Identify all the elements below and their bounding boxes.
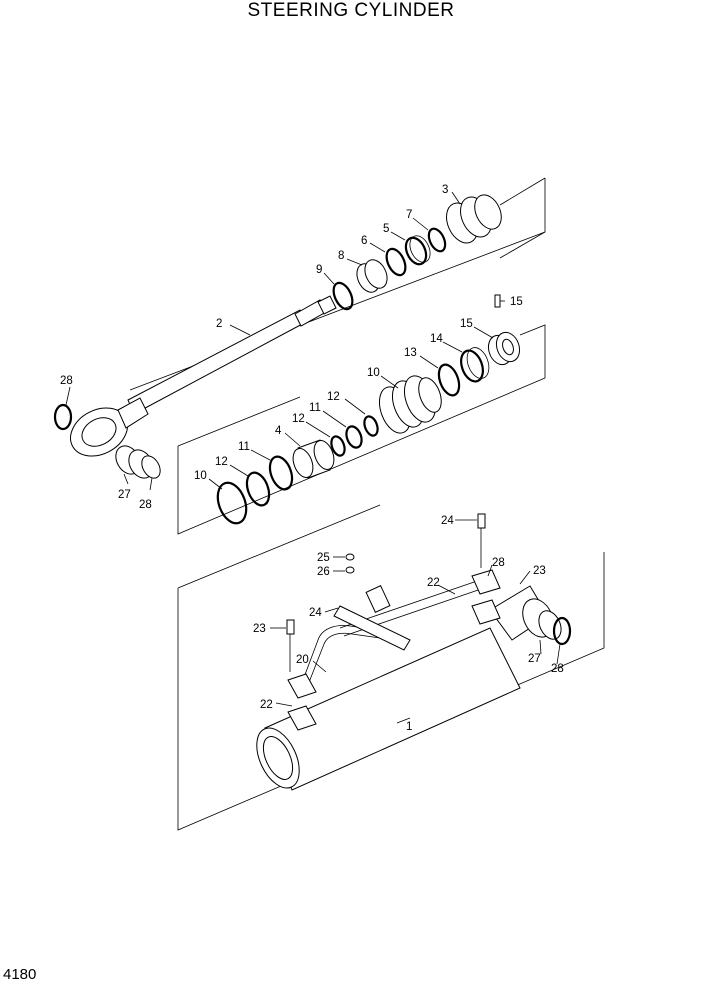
callout-18: 15 bbox=[460, 318, 473, 330]
dust-wiper-8 bbox=[356, 259, 388, 293]
callout-26: 26 bbox=[317, 566, 330, 578]
callout-11: 11 bbox=[238, 441, 250, 453]
callout-17: 14 bbox=[430, 333, 443, 345]
callout-28-mid: 28 bbox=[139, 499, 152, 511]
ring-15b bbox=[363, 415, 379, 437]
callout-3: 3 bbox=[442, 184, 448, 196]
callout-2: 2 bbox=[216, 318, 222, 330]
ring-12 bbox=[245, 471, 271, 507]
page-title: STEERING CYLINDER bbox=[247, 0, 455, 21]
callout-24: 24 bbox=[309, 607, 322, 619]
callout-20: 20 bbox=[296, 654, 309, 666]
ring-16 bbox=[437, 363, 461, 397]
clamp-24 bbox=[333, 584, 411, 651]
callout-16: 13 bbox=[404, 347, 417, 359]
callout-25: 25 bbox=[317, 552, 330, 564]
ring-15a bbox=[330, 435, 346, 457]
o-ring-6 bbox=[385, 247, 407, 277]
callout-13: 10 bbox=[367, 367, 380, 379]
flange-block-right bbox=[471, 569, 501, 625]
ring-11 bbox=[268, 455, 294, 491]
nut-25 bbox=[345, 553, 355, 561]
callout-27-right: 27 bbox=[528, 653, 541, 665]
callout-4: 4 bbox=[275, 425, 282, 437]
page-number: 4180 bbox=[3, 966, 37, 983]
bolt-23-left bbox=[286, 619, 295, 672]
callout-23-left: 23 bbox=[253, 623, 266, 635]
callout-15-upper: 12 bbox=[327, 391, 340, 403]
rod-eye-bushing bbox=[115, 445, 161, 479]
callout-28-left: 28 bbox=[60, 375, 73, 387]
piston-group-frame bbox=[177, 324, 546, 535]
pipe-20 bbox=[299, 625, 381, 691]
callout-12: 12 bbox=[215, 456, 228, 468]
callout-28-right: 28 bbox=[492, 557, 505, 569]
o-ring-7 bbox=[427, 227, 447, 253]
ring-14 bbox=[345, 425, 363, 449]
retaining-ring-right bbox=[552, 616, 572, 646]
ring-17 bbox=[460, 347, 490, 383]
piston-13 bbox=[378, 375, 442, 434]
callout-22-right: 23 bbox=[533, 565, 546, 577]
flange-block-left bbox=[287, 673, 317, 731]
rear-head bbox=[489, 585, 562, 641]
cushion-ring-4 bbox=[292, 439, 335, 479]
callout-27-left: 27 bbox=[118, 489, 131, 501]
callout-5: 5 bbox=[383, 223, 389, 235]
cylinder-tube bbox=[256, 627, 521, 791]
callout-7: 7 bbox=[406, 209, 412, 221]
callout-1: 1 bbox=[406, 721, 412, 733]
callout-15-lower: 12 bbox=[292, 413, 305, 425]
callout-14: 11 bbox=[309, 402, 321, 414]
callout-9: 9 bbox=[316, 264, 322, 276]
callout-6: 6 bbox=[361, 235, 367, 247]
set-screw-19 bbox=[494, 294, 501, 308]
rod-cover-3 bbox=[446, 194, 502, 244]
callout-10: 10 bbox=[194, 470, 207, 482]
callout-28-far-right: 28 bbox=[551, 663, 564, 675]
leader-lines bbox=[65, 191, 561, 724]
lock-nut-18 bbox=[487, 331, 521, 366]
tube-group-frame bbox=[177, 504, 605, 831]
backup-ring-5 bbox=[404, 235, 431, 266]
callout-22-left: 22 bbox=[260, 699, 273, 711]
seal-10 bbox=[216, 481, 248, 525]
piston-rod bbox=[70, 295, 337, 457]
callout-21: 22 bbox=[427, 577, 440, 589]
callout-19: 15 bbox=[510, 296, 523, 308]
callout-8: 8 bbox=[338, 250, 344, 262]
bolt-23-right bbox=[477, 513, 486, 568]
callout-23-right: 24 bbox=[441, 515, 454, 527]
seal-ring-9 bbox=[332, 281, 354, 311]
washer-26 bbox=[345, 566, 355, 574]
retaining-ring-left bbox=[53, 403, 73, 431]
